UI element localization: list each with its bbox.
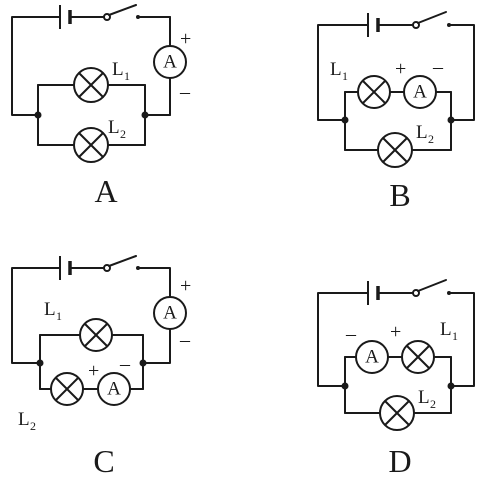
circuit-d-battery xyxy=(367,281,380,305)
circuit-b-lamp-l2 xyxy=(377,132,413,168)
plus-sign: + xyxy=(395,58,406,80)
label-l2-sub: 2 xyxy=(30,419,36,433)
label-l2-main: L xyxy=(18,409,30,430)
label-l2-main: L xyxy=(418,387,430,408)
plus-sign: + xyxy=(180,28,191,50)
option-label-d: D xyxy=(388,443,411,478)
label-l1-sub: 1 xyxy=(452,329,458,343)
circuit-b-ammeter: A xyxy=(403,75,437,109)
plus-sign: + xyxy=(390,321,401,343)
ammeter-symbol: A xyxy=(163,52,177,73)
circuit-c-battery xyxy=(59,256,72,280)
option-label-b: B xyxy=(389,177,410,213)
minus-sign: – xyxy=(179,329,191,351)
circuit-d-wires xyxy=(317,292,475,414)
circuit-c-lamp-l1 xyxy=(79,318,113,352)
circuit-a-lamp-l1 xyxy=(73,67,109,103)
junction-dot xyxy=(341,382,349,390)
option-label-a: A xyxy=(94,173,117,209)
circuit-c: A A + – + – L 1 L 2 C xyxy=(11,255,191,478)
ammeter-symbol: A xyxy=(365,347,379,368)
label-l1-main: L xyxy=(44,299,56,320)
label-l1-sub: 1 xyxy=(56,309,62,323)
label-l2-sub: 2 xyxy=(428,132,434,146)
junction-dot xyxy=(447,116,455,124)
circuit-b: A + – L 1 L 2 B xyxy=(317,11,475,213)
minus-sign: – xyxy=(345,323,357,345)
label-l2-main: L xyxy=(108,117,120,138)
circuit-d: A – + L 1 L 2 D xyxy=(317,279,475,478)
minus-sign: – xyxy=(432,56,444,78)
label-l1-main: L xyxy=(330,59,342,80)
circuit-c-ammeter-main: A xyxy=(153,296,187,330)
circuit-d-lamp-l1 xyxy=(401,340,435,374)
circuit-d-lamp-l2 xyxy=(379,395,415,431)
label-l2-sub: 2 xyxy=(430,397,436,411)
circuit-b-switch xyxy=(412,11,451,29)
junction-dot xyxy=(34,111,42,119)
circuit-c-ammeter-branch: A xyxy=(97,372,131,406)
label-l1-main: L xyxy=(440,319,452,340)
circuit-b-battery xyxy=(367,13,380,37)
circuit-a-ammeter: A xyxy=(153,45,187,79)
plus-sign: + xyxy=(88,360,99,382)
option-label-c: C xyxy=(93,443,114,478)
label-l1-main: L xyxy=(112,59,124,80)
circuit-a-switch xyxy=(103,4,140,21)
circuit-c-lamp-l2 xyxy=(50,372,84,406)
junction-dot xyxy=(341,116,349,124)
junction-dot xyxy=(141,111,149,119)
label-l2-main: L xyxy=(416,122,428,143)
circuit-a-wires xyxy=(11,16,171,146)
minus-sign: – xyxy=(119,353,131,375)
label-l1-sub: 1 xyxy=(342,69,348,83)
plus-sign: + xyxy=(180,275,191,297)
circuit-a-battery xyxy=(59,5,72,29)
ammeter-symbol: A xyxy=(413,82,427,103)
junction-dot xyxy=(447,382,455,390)
ammeter-symbol: A xyxy=(107,379,121,400)
label-l2-sub: 2 xyxy=(120,127,126,141)
minus-sign: – xyxy=(179,81,191,103)
circuit-a-lamp-l2 xyxy=(73,127,109,163)
circuit-d-switch xyxy=(412,279,451,297)
circuit-a: A + – L 1 L 2 A xyxy=(11,4,191,209)
circuit-b-wires xyxy=(317,24,475,151)
junction-dot xyxy=(36,359,44,367)
circuit-b-lamp-l1 xyxy=(357,75,391,109)
junction-dot xyxy=(139,359,147,367)
label-l1-sub: 1 xyxy=(124,69,130,83)
circuit-d-ammeter: A xyxy=(355,340,389,374)
ammeter-symbol: A xyxy=(163,303,177,324)
circuit-c-switch xyxy=(103,255,140,272)
